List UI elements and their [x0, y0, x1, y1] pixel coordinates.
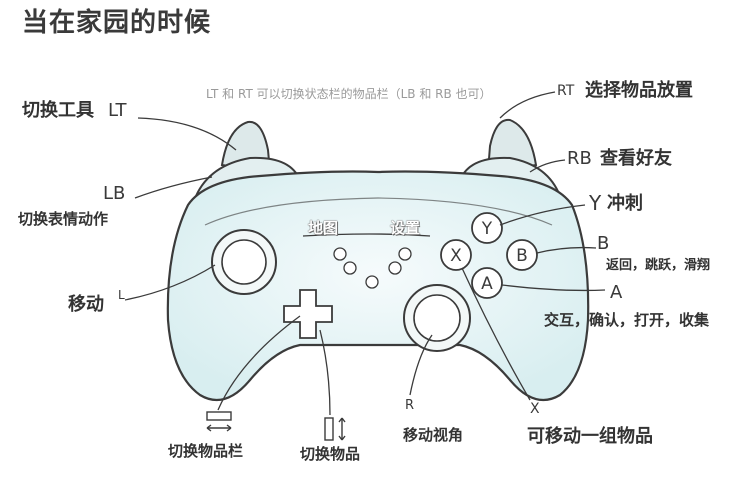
page-title: 当在家园的时候 [22, 8, 212, 38]
a-button [471, 267, 503, 299]
lt-function-label: 切换工具 [22, 100, 94, 121]
rb-function-label: 查看好友 [600, 148, 672, 169]
rt-key-label: RT [557, 83, 575, 99]
r-key-label: R [405, 398, 415, 413]
b-button-label: B [516, 246, 528, 266]
l-function-label: 移动 [68, 294, 104, 315]
x-function-label: 可移动一组物品 [527, 426, 653, 447]
r-function-label: 移动视角 [403, 426, 464, 444]
x-button-label: X [450, 246, 462, 266]
dpad-left-right-label: 切换物品栏 [168, 442, 244, 460]
leader-lines [124, 91, 606, 416]
y-button-label: Y [481, 219, 493, 239]
y-function-label: 冲刺 [607, 193, 643, 214]
lb-function-label: 切换表情动作 [18, 210, 109, 228]
a-function-label: 交互，确认，打开，收集 [544, 311, 710, 329]
a-button-label: A [481, 274, 493, 294]
b-key-label: B [597, 233, 610, 254]
y-key-label: Y [589, 191, 602, 215]
rb-key-label: RB [567, 148, 592, 169]
x-button [440, 239, 472, 271]
a-key-label: A [610, 282, 623, 303]
b-function-label: 返回，跳跃，滑翔 [606, 258, 711, 273]
left-right-arrow-icon [206, 411, 232, 432]
x-key-label: X [530, 401, 540, 417]
lt-key-label: LT [108, 100, 127, 121]
dpad-up-down-label: 切换物品 [300, 445, 361, 463]
b-button [506, 239, 538, 271]
settings-button [398, 247, 412, 261]
up-down-arrow-icon [324, 417, 346, 441]
lb-key-label: LB [103, 183, 126, 204]
settings-label: 设置 [390, 219, 421, 237]
map-button [333, 247, 347, 261]
dpad [283, 289, 333, 339]
rt-function-label: 选择物品放置 [585, 80, 693, 101]
l-key-label: L [118, 288, 125, 302]
y-button [471, 212, 503, 244]
trigger-note: LT 和 RT 可以切换状态栏的物品栏（LB 和 RB 也可） [206, 87, 492, 101]
map-label: 地图 [308, 219, 339, 237]
